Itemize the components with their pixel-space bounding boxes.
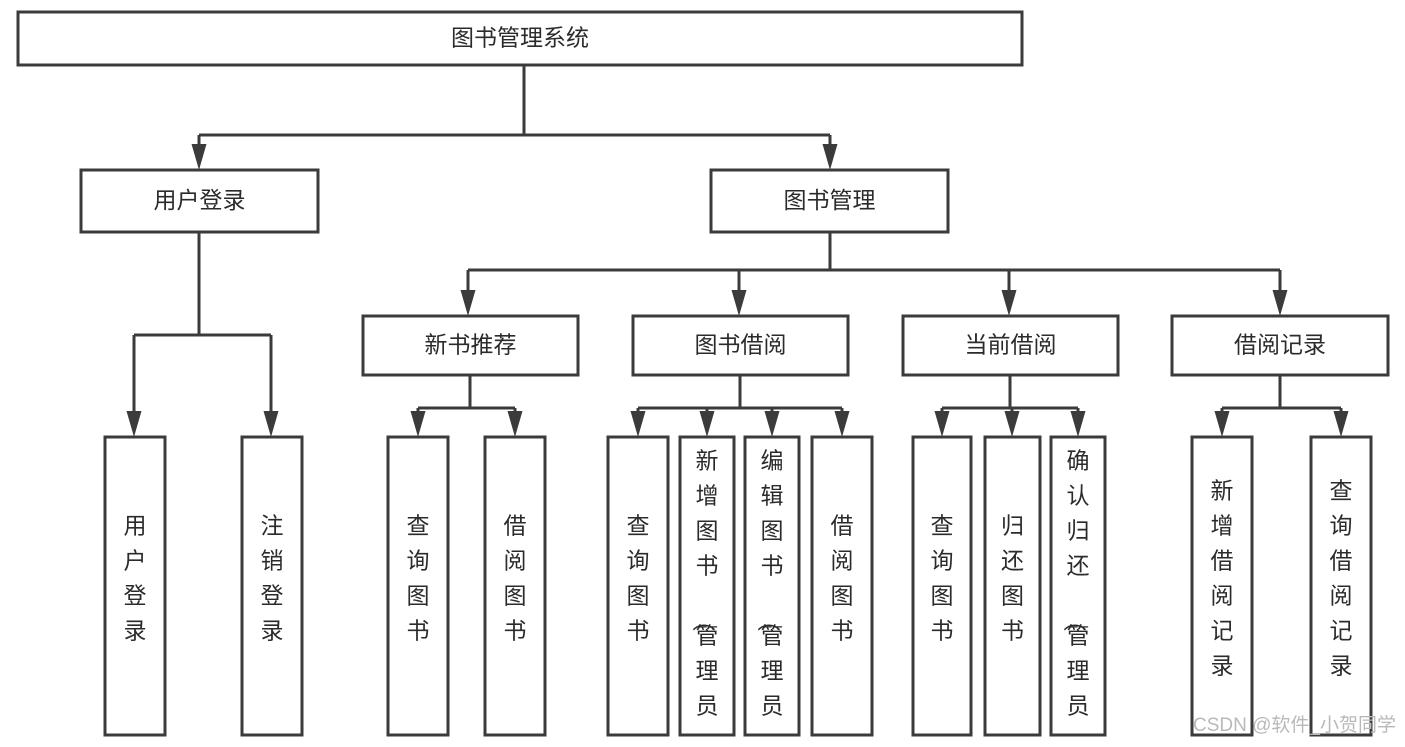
node-label: 用户登录: [124, 513, 147, 644]
node-label: 查询图书: [931, 513, 954, 644]
node-leaf-logout-login[interactable]: 注销登录: [240, 435, 304, 737]
arrow-head-icon: [699, 411, 715, 437]
arrow-head-icon: [1070, 411, 1086, 437]
node-leaf-query-borrow-record[interactable]: 查询借阅记录: [1309, 435, 1373, 737]
node-label: 新书推荐: [425, 332, 517, 358]
node-leaf-return-book[interactable]: 归还图书: [983, 435, 1042, 737]
arrow-head-icon: [191, 144, 207, 170]
node-box[interactable]: [743, 435, 801, 737]
node-label: 借阅图书: [831, 513, 854, 644]
node-label: 归还图书: [1001, 513, 1024, 644]
node-box[interactable]: [483, 435, 547, 737]
arrow-head-icon: [460, 290, 476, 316]
node-box[interactable]: [1190, 435, 1254, 737]
node-box[interactable]: [983, 435, 1042, 737]
node-label: 借阅图书: [504, 513, 527, 644]
arrow-head-icon: [834, 411, 850, 437]
connector-current-borrow-to-leaves: [934, 375, 1086, 437]
node-label: 图书管理系统: [451, 25, 589, 51]
node-label: 注销登录: [261, 513, 284, 644]
connector-book-mgmt-to-level2: [460, 232, 1288, 316]
node-label: 用户登录: [154, 187, 246, 213]
node-label: 查询图书: [627, 513, 650, 644]
connectors-layer: [126, 65, 1349, 437]
arrow-head-icon: [934, 411, 950, 437]
arrow-head-icon: [1001, 290, 1017, 316]
nodes-layer: 图书管理系统用户登录图书管理新书推荐图书借阅当前借阅借阅记录用户登录注销登录查询…: [16, 10, 1390, 747]
arrow-head-icon: [731, 290, 747, 316]
node-leaf-user-login[interactable]: 用户登录: [103, 435, 167, 737]
csdn-watermark: CSDN @软件_小贺同学: [1193, 714, 1396, 736]
node-leaf-query-book-borrow[interactable]: 查询图书: [606, 435, 670, 737]
arrow-head-icon: [1333, 411, 1349, 437]
node-box[interactable]: [1170, 314, 1390, 377]
node-book-borrow[interactable]: 图书借阅: [631, 314, 850, 377]
arrow-head-icon: [822, 144, 838, 170]
node-box[interactable]: [386, 435, 450, 737]
arrow-head-icon: [1004, 411, 1020, 437]
node-box[interactable]: [1309, 435, 1373, 737]
node-box[interactable]: [103, 435, 167, 737]
node-box[interactable]: [361, 314, 580, 377]
arrow-head-icon: [1272, 290, 1288, 316]
arrow-head-icon: [764, 411, 780, 437]
node-box[interactable]: [810, 435, 874, 737]
node-box[interactable]: [678, 435, 736, 737]
node-label: 编辑图书（管理员）: [756, 448, 784, 747]
node-label: 查询借阅记录: [1330, 478, 1353, 679]
node-box[interactable]: [911, 435, 973, 737]
node-leaf-add-borrow-record[interactable]: 新增借阅记录: [1190, 435, 1254, 737]
connector-new-book-rec-to-leaves: [410, 375, 523, 437]
node-label: 图书借阅: [695, 332, 787, 358]
node-label: 新增借阅记录: [1211, 478, 1234, 679]
node-root[interactable]: 图书管理系统: [16, 10, 1024, 67]
node-box[interactable]: [606, 435, 670, 737]
node-box[interactable]: [79, 168, 320, 234]
node-label: 查询图书: [407, 513, 430, 644]
arrow-head-icon: [630, 411, 646, 437]
node-box[interactable]: [1049, 435, 1107, 737]
node-label: 新增图书（管理员）: [691, 448, 719, 747]
node-current-borrow[interactable]: 当前借阅: [901, 314, 1120, 377]
node-box[interactable]: [631, 314, 850, 377]
node-user-login[interactable]: 用户登录: [79, 168, 320, 234]
connector-root-to-level1: [191, 65, 838, 170]
node-leaf-confirm-return[interactable]: 确认归还（管理员）: [1049, 435, 1107, 747]
node-box[interactable]: [901, 314, 1120, 377]
node-borrow-record[interactable]: 借阅记录: [1170, 314, 1390, 377]
node-new-book-recommend[interactable]: 新书推荐: [361, 314, 580, 377]
connector-user-login-to-leaves: [126, 232, 279, 437]
node-box[interactable]: [709, 168, 950, 234]
node-label: 确认归还（管理员）: [1062, 448, 1090, 747]
node-leaf-query-book-rec[interactable]: 查询图书: [386, 435, 450, 737]
node-book-management[interactable]: 图书管理: [709, 168, 950, 234]
node-label: 当前借阅: [965, 332, 1057, 358]
node-leaf-query-book-current[interactable]: 查询图书: [911, 435, 973, 737]
connector-borrow-record-to-leaves: [1214, 375, 1349, 437]
arrow-head-icon: [1214, 411, 1230, 437]
node-leaf-add-book[interactable]: 新增图书（管理员）: [678, 435, 736, 747]
node-label: 图书管理: [784, 187, 876, 213]
node-leaf-borrow-book-rec[interactable]: 借阅图书: [483, 435, 547, 737]
arrow-head-icon: [410, 411, 426, 437]
node-leaf-edit-book[interactable]: 编辑图书（管理员）: [743, 435, 801, 747]
arrow-head-icon: [263, 411, 279, 437]
arrow-head-icon: [507, 411, 523, 437]
node-box[interactable]: [16, 10, 1024, 67]
connector-book-borrow-to-leaves: [630, 375, 850, 437]
arrow-head-icon: [126, 411, 142, 437]
node-leaf-borrow-book[interactable]: 借阅图书: [810, 435, 874, 737]
node-label: 借阅记录: [1234, 332, 1326, 358]
node-box[interactable]: [240, 435, 304, 737]
